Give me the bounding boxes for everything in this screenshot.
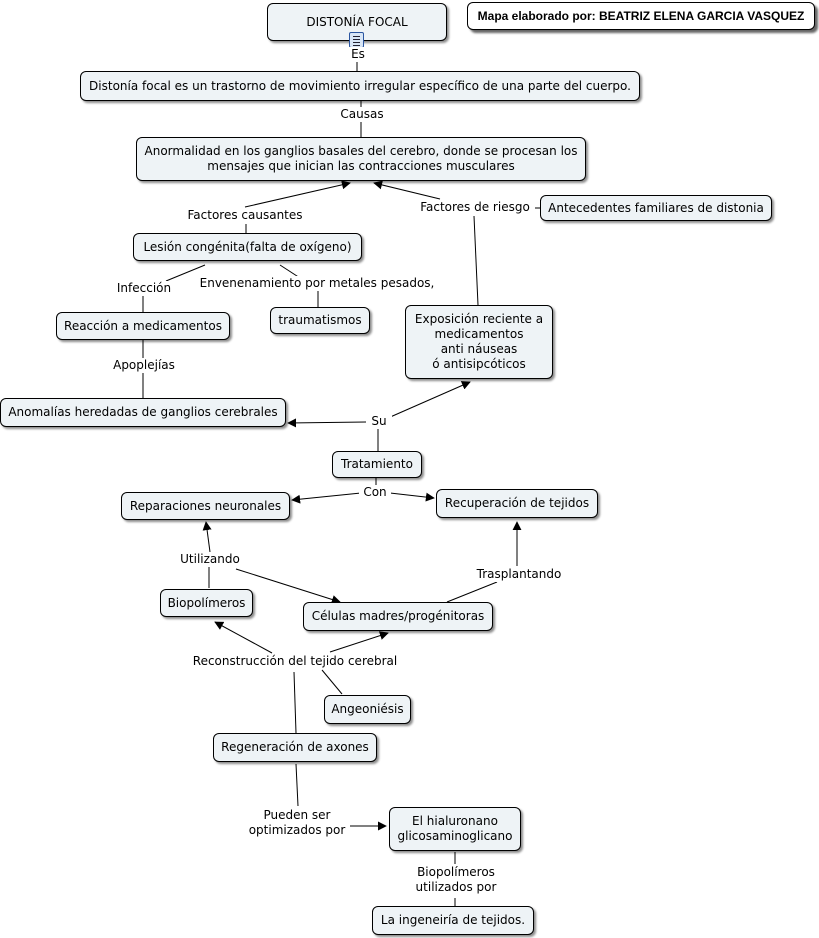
concept-definition[interactable]: Distonía focal es un trastorno de movimi… <box>80 71 640 101</box>
link-biopolimeros-utilizados: Biopolímeros utilizados por <box>408 865 504 895</box>
link-factores-causantes: Factores causantes <box>182 208 308 223</box>
link-pueden-optimizados: Pueden ser optimizados por <box>244 808 350 838</box>
concept-family-history[interactable]: Antecedentes familiares de distonia <box>540 195 772 221</box>
concept-stem-cells[interactable]: Células madres/progénitoras <box>303 602 493 631</box>
link-con: Con <box>359 485 391 500</box>
link-factores-riesgo: Factores de riesgo <box>415 200 535 215</box>
concept-congenital[interactable]: Lesión congénita(falta de oxígeno) <box>133 233 362 261</box>
concept-abnormality[interactable]: Anormalidad en los ganglios basales del … <box>136 137 586 181</box>
concept-biopolymers[interactable]: Biopolímeros <box>160 589 253 617</box>
link-envenenamiento: Envenenamiento por metales pesados, <box>196 276 438 291</box>
link-es: Es <box>345 47 371 62</box>
concept-hyaluronan[interactable]: El hialuronano glicosaminoglicano <box>389 807 521 851</box>
link-infeccion: Infección <box>111 281 177 296</box>
concept-neural-repair[interactable]: Reparaciones neuronales <box>121 492 290 520</box>
concept-tissue-recovery[interactable]: Recuperación de tejidos <box>436 489 598 518</box>
concept-drug-reaction[interactable]: Reacción a medicamentos <box>56 312 230 340</box>
link-apoplejias: Apoplejías <box>108 358 180 373</box>
link-utilizando: Utilizando <box>174 552 246 567</box>
concept-axon-regeneration[interactable]: Regeneración de axones <box>213 733 377 762</box>
concept-tissue-engineering[interactable]: La ingeneiría de tejidos. <box>372 906 534 935</box>
author-credit: Mapa elaborado por: BEATRIZ ELENA GARCIA… <box>467 2 815 30</box>
concept-inherited[interactable]: Anomalías heredadas de ganglios cerebral… <box>0 398 286 427</box>
link-causas: Causas <box>334 107 390 122</box>
concept-exposure[interactable]: Exposición reciente a medicamentos anti … <box>405 305 553 379</box>
concept-trauma[interactable]: traumatismos <box>270 307 370 334</box>
document-icon[interactable] <box>349 32 364 48</box>
link-reconstruccion: Reconstrucción del tejido cerebral <box>188 654 402 669</box>
concept-treatment[interactable]: Tratamiento <box>332 451 422 478</box>
link-trasplantando: Trasplantando <box>471 567 567 582</box>
link-su: Su <box>366 414 392 429</box>
concept-angiogenesis[interactable]: Angeoniésis <box>324 695 411 724</box>
